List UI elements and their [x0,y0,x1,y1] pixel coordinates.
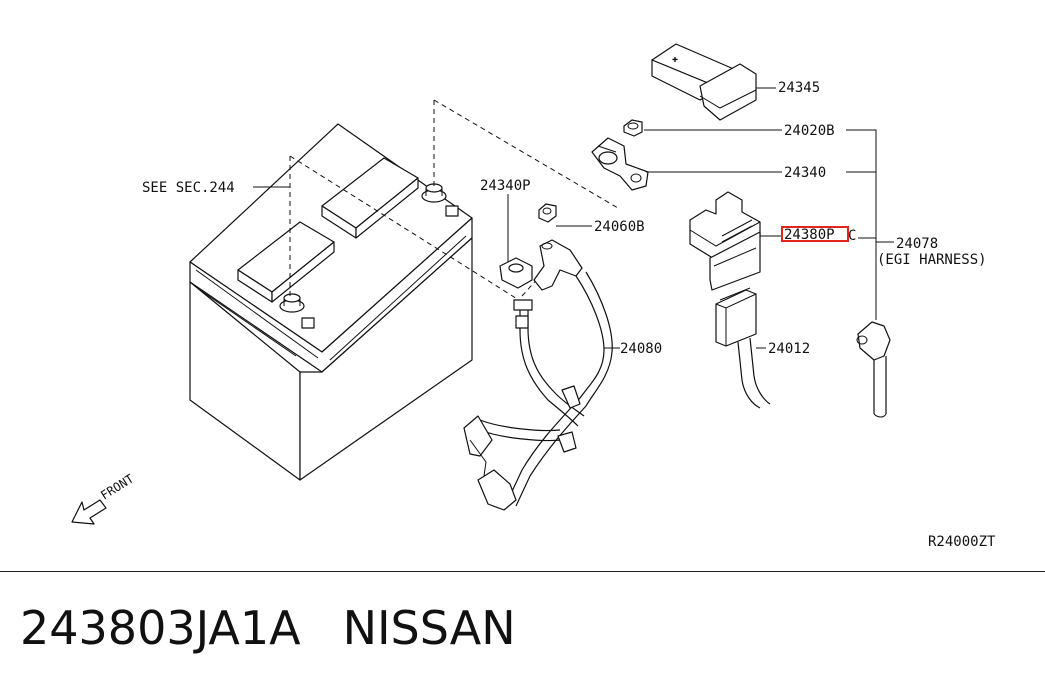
connector-24012 [715,287,771,409]
harness-24078 [856,321,891,418]
label-24078: 24078 [896,236,938,252]
fusible-link-24380P [689,191,761,291]
battery-illustration [189,123,473,481]
label-24380P: 24380P [784,227,835,243]
label-24020B: 24020B [784,123,835,139]
nut-24060B [538,203,557,223]
label-24380P-suffix: C [848,228,856,244]
label-see-sec: SEE SEC.244 [142,180,235,196]
part-title: 243803JA1A NISSAN [20,598,516,658]
label-24012: 24012 [768,341,810,357]
divider [0,571,1045,572]
label-front: FRONT [98,472,136,503]
label-egi-harness: (EGI HARNESS) [877,252,987,268]
label-24340: 24340 [784,165,826,181]
terminal-24340 [591,137,649,191]
parts-diagram: SEE SEC.244 ✚ 24345 24020B 24340 24060B … [71,43,996,550]
highlight-24380P [781,226,849,242]
brand-name: NISSAN [342,601,516,655]
diagram-ref-code: R24000ZT [928,534,996,550]
label-24345: 24345 [778,80,820,96]
nut-24020B [623,119,643,137]
part-number: 243803JA1A [20,601,301,655]
terminal-cover-24345: ✚ [651,43,757,121]
cable-24080 [463,239,613,511]
label-24340P: 24340P [480,178,531,194]
svg-text:✚: ✚ [672,54,678,65]
front-arrow-icon [71,499,107,525]
label-24080: 24080 [620,341,662,357]
clamp-24340P [499,257,533,289]
label-24060B: 24060B [594,219,645,235]
